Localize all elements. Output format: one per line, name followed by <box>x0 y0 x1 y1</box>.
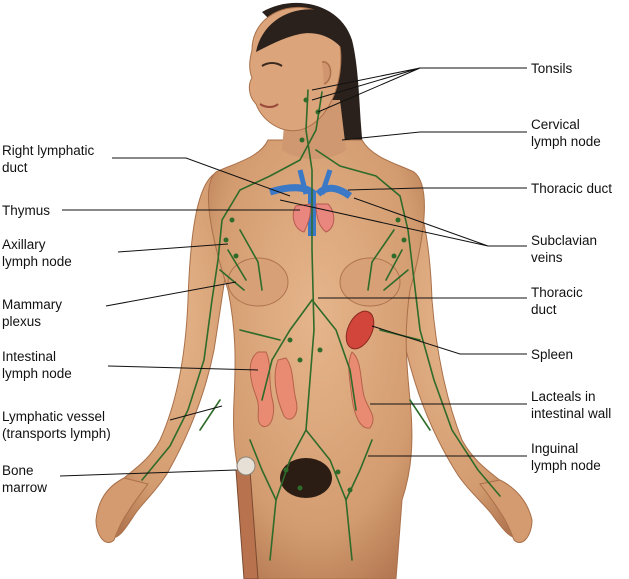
leader-tonsils <box>311 67 527 113</box>
leader-right-lymphatic-duct <box>112 157 291 197</box>
label-right-lymphatic-duct: Right lymphatic duct <box>2 143 95 175</box>
hip-joint <box>236 456 256 476</box>
label-cervical-lymph-node: Cervical lymph node <box>531 117 601 149</box>
label-intestinal-lymph-node: Intestinal lymph node <box>2 349 72 381</box>
label-spleen: Spleen <box>531 347 574 362</box>
label-mammary-plexus: Mammary plexus <box>2 297 62 329</box>
intestine-right <box>348 351 374 429</box>
ear <box>321 61 332 85</box>
label-axillary-lymph-node: Axillary lymph node <box>2 237 72 269</box>
leader-thoracic-duct-upper <box>347 187 527 191</box>
intestine-left <box>249 351 275 428</box>
leader-spleen <box>371 325 527 355</box>
lymph-network <box>141 89 501 561</box>
intestine-center <box>274 357 298 420</box>
leader-intestinal <box>107 365 259 371</box>
thymus-organ <box>292 203 335 233</box>
label-inguinal-lymph-node: Inguinal lymph node <box>531 441 601 473</box>
label-tonsils: Tonsils <box>531 61 573 76</box>
label-bone-marrow: Bone marrow <box>2 463 48 495</box>
leader-lines <box>59 67 527 477</box>
spleen-organ <box>345 310 375 350</box>
leader-cervical <box>341 131 527 141</box>
leader-axillary <box>117 243 229 253</box>
label-thoracic-duct-upper: Thoracic duct <box>531 181 613 196</box>
leader-bone-marrow <box>59 469 237 477</box>
label-lymphatic-vessel: Lymphatic vessel (transports lymph) <box>2 409 111 441</box>
pubic-hair <box>280 458 332 498</box>
right-breast <box>339 257 401 307</box>
left-breast <box>227 257 289 307</box>
leader-mammary <box>105 281 237 307</box>
left-hand <box>95 477 149 543</box>
label-lacteals: Lacteals in intestinal wall <box>531 389 612 421</box>
leader-subclavian <box>279 197 527 247</box>
jugular <box>297 169 333 195</box>
hair-front <box>256 9 350 60</box>
label-thoracic-duct-lower: Thoracic duct <box>531 285 583 317</box>
mouth <box>259 103 279 108</box>
right-hand <box>479 479 533 543</box>
eye <box>261 62 283 67</box>
label-subclavian-veins: Subclavian veins <box>531 233 598 265</box>
leader-lymphatic-vessel <box>169 405 223 421</box>
label-thymus: Thymus <box>2 203 51 218</box>
